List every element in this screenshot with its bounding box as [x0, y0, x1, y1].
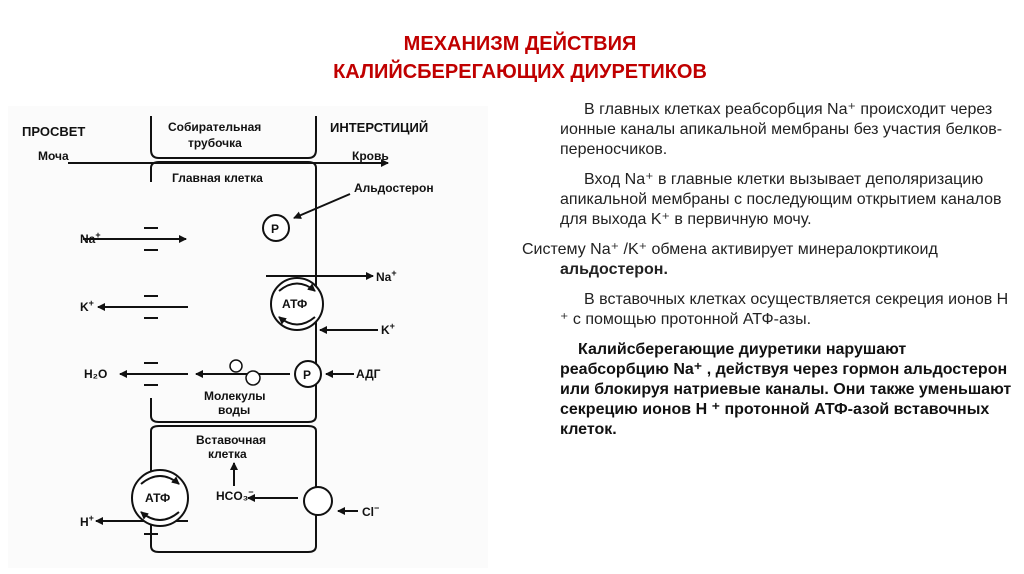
lumen-label: ПРОСВЕТ [22, 124, 85, 139]
k-out-label: K+ [80, 298, 94, 314]
paragraph-4: В вставочных клетках осуществляется секр… [560, 291, 1009, 328]
aldosterone-label: Альдостерон [354, 181, 434, 195]
bicarbonate-label: HCO₃− [216, 487, 253, 503]
blood-label: Кровь [352, 149, 389, 163]
interstitium-label: ИНТЕРСТИЦИЙ [330, 120, 428, 135]
paragraph-1: В главных клетках реабсорбция Na⁺ происх… [560, 101, 1003, 158]
water-molecule-icon [245, 370, 261, 386]
water-molecules-label-2: воды [218, 403, 250, 417]
na-out-label: Na+ [376, 268, 397, 284]
explanation-text: В главных клетках реабсорбция Na⁺ происх… [512, 100, 1012, 450]
aldosterone-arrow [293, 193, 351, 219]
paragraph-2: Вход Na⁺ в главные клетки вызывает депол… [560, 171, 1002, 228]
cl-hco3-exchanger-icon [303, 486, 333, 516]
intercalated-cell-outline [150, 425, 317, 553]
adh-receptor-icon [294, 360, 322, 388]
slide-title: МЕХАНИЗМ ДЕЙСТВИЯ КАЛИЙСБЕРЕГАЮЩИХ ДИУРЕ… [250, 30, 790, 86]
paragraph-5: Калийсберегающие диуретики нарушают реаб… [560, 341, 1012, 438]
water-molecule-icon [229, 359, 243, 373]
adh-label: АДГ [356, 367, 381, 381]
intercalated-cell-label-1: Вставочная [196, 433, 266, 447]
atp-label-2: АТФ [145, 491, 170, 505]
tubule-label-1: Собирательная [168, 120, 261, 134]
principal-cell-label: Главная клетка [172, 171, 263, 185]
title-line-2: КАЛИЙСБЕРЕГАЮЩИХ ДИУРЕТИКОВ [333, 61, 707, 83]
tubule-outline [150, 116, 317, 159]
water-label: H₂O [84, 367, 107, 381]
atp-label: АТФ [282, 297, 307, 311]
diagram-canvas: ПРОСВЕТ Моча Собирательная трубочка ИНТЕ… [22, 116, 434, 553]
collecting-duct-diagram: ПРОСВЕТ Моча Собирательная трубочка ИНТЕ… [8, 106, 488, 568]
paragraph-3: Систему Na⁺ /K⁺ обмена активирует минера… [522, 241, 938, 278]
title-line-1: МЕХАНИЗМ ДЕЙСТВИЯ [403, 33, 637, 55]
tubule-label-2: трубочка [188, 136, 242, 150]
intercalated-cell-label-2: клетка [208, 447, 247, 461]
aldosterone-receptor-icon [262, 214, 290, 242]
k-in-label: K+ [381, 321, 395, 337]
receptor-label: Р [271, 222, 279, 236]
chloride-label: Cl− [362, 503, 379, 519]
receptor-label-2: Р [303, 368, 311, 382]
water-molecules-label-1: Молекулы [204, 389, 266, 403]
proton-label: H+ [80, 513, 94, 529]
na-in-label: Na+ [80, 230, 101, 246]
urine-label: Моча [38, 149, 69, 163]
